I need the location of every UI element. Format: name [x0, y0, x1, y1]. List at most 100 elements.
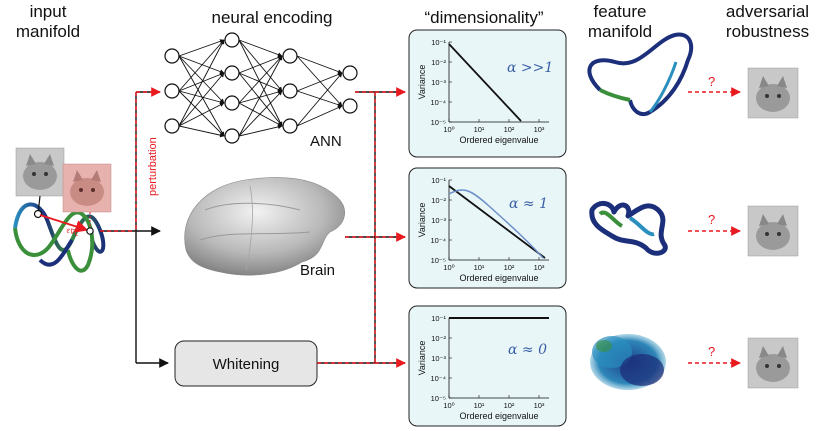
- y-tick-label: 10⁻⁵: [431, 118, 446, 127]
- x-axis-label: Ordered eigenvalue: [459, 135, 538, 145]
- ann-node: [224, 65, 240, 81]
- ann-connection: [178, 125, 225, 138]
- ann-connection: [238, 55, 283, 74]
- feature-manifold-whitening: [590, 334, 666, 390]
- ann-connection: [178, 102, 225, 127]
- ann-node: [224, 32, 240, 48]
- ann-connection: [238, 55, 283, 137]
- header-feature-line1: feature: [593, 2, 647, 21]
- y-tick-label: 10⁻¹: [431, 314, 446, 323]
- header-feature-line2: manifold: [587, 22, 653, 41]
- x-tick-label: 10³: [534, 401, 545, 410]
- y-tick-label: 10⁻⁵: [431, 394, 446, 403]
- x-tick-label: 10⁰: [443, 263, 454, 272]
- y-tick-label: 10⁻²: [431, 58, 446, 67]
- question-mark-2: ?: [708, 212, 715, 227]
- perturbation-label: perturbation: [147, 137, 159, 196]
- ann-node: [224, 95, 240, 111]
- input-manifold: [13, 202, 106, 273]
- y-tick-label: 10⁻³: [431, 354, 446, 363]
- y-tick-label: 10⁻⁵: [431, 256, 446, 265]
- ann-connection: [238, 72, 283, 92]
- perturbation-vector: [39, 214, 89, 233]
- x-tick-label: 10¹: [474, 401, 485, 410]
- ann-label: ANN: [310, 133, 342, 150]
- ann-connection: [238, 39, 283, 57]
- ann-connection: [296, 72, 343, 92]
- header-feature-manifold: feature manifold: [575, 2, 665, 42]
- ann-connection: [238, 89, 283, 104]
- ann-node: [164, 48, 180, 64]
- y-axis-label: Variance: [417, 203, 427, 238]
- feature-manifold-brain: [589, 201, 668, 256]
- output-cat-image-1: [747, 67, 799, 119]
- ann-connection: [296, 55, 343, 74]
- perturbed-point-marker: [86, 227, 94, 235]
- output-cat-image-2: [747, 205, 799, 257]
- y-tick-label: 10⁻²: [431, 334, 446, 343]
- y-axis-label: Variance: [417, 341, 427, 376]
- ann-connection: [296, 72, 343, 127]
- ann-connection: [238, 124, 283, 137]
- input-cat-image: [15, 147, 65, 197]
- ann-connection: [178, 39, 225, 57]
- alpha-label: α ≈ 0: [508, 342, 547, 358]
- brain-label: Brain: [300, 262, 335, 279]
- ann-connection: [296, 55, 343, 107]
- header-adversarial-line2: robustness: [725, 22, 810, 41]
- ann-node: [224, 128, 240, 144]
- x-tick-label: 10³: [534, 263, 545, 272]
- ann-connection: [178, 39, 225, 127]
- ann-connection: [238, 55, 283, 104]
- ann-connection: [238, 72, 283, 127]
- ann-connection: [296, 90, 343, 107]
- y-tick-label: 10⁻⁴: [430, 374, 446, 383]
- ann-connection: [178, 55, 225, 104]
- ann-node: [282, 48, 298, 64]
- x-tick-label: 10⁰: [443, 401, 454, 410]
- x-tick-label: 10²: [504, 263, 515, 272]
- output-cat-image-3: [747, 337, 799, 389]
- ann-node: [164, 118, 180, 134]
- ann-connection: [178, 55, 225, 137]
- y-tick-label: 10⁻⁴: [430, 236, 446, 245]
- ann-connection: [178, 55, 225, 74]
- y-axis-label: Variance: [417, 65, 427, 100]
- x-tick-label: 10³: [534, 125, 545, 134]
- spectrum-line: [448, 185, 546, 259]
- alpha-label: α ≈ 1: [509, 196, 548, 212]
- spectrum-line: [448, 43, 522, 122]
- header-input-line1: input: [29, 2, 67, 21]
- output-connectors: [317, 87, 406, 368]
- x-tick-label: 10¹: [474, 263, 485, 272]
- perturbed-cat-image: [62, 163, 112, 213]
- x-tick-label: 10²: [504, 125, 515, 134]
- whitening-label: Whitening: [213, 356, 280, 373]
- header-adversarial-line1: adversarial: [725, 2, 810, 21]
- y-tick-label: 10⁻⁴: [430, 98, 446, 107]
- ann-connection: [238, 39, 283, 92]
- plot-panel: [408, 29, 567, 158]
- x-tick-label: 10²: [504, 401, 515, 410]
- ann-connection: [238, 102, 283, 127]
- ann-connection: [238, 90, 283, 137]
- ann-connection: [178, 72, 225, 92]
- x-axis-label: Ordered eigenvalue: [459, 273, 538, 283]
- header-dimensionality: “dimensionality”: [424, 8, 544, 27]
- ann-connection: [178, 39, 225, 92]
- y-tick-label: 10⁻¹: [431, 38, 446, 47]
- alpha-label: α >>1: [507, 60, 553, 76]
- ann-node: [282, 83, 298, 99]
- question-mark-1: ?: [708, 74, 715, 89]
- ann-connection: [178, 90, 225, 137]
- header-input-manifold: input manifold: [2, 2, 94, 42]
- x-tick-label: 10¹: [474, 125, 485, 134]
- spectrum-fit-curve: [448, 189, 544, 259]
- ann-node: [282, 118, 298, 134]
- x-axis-label: Ordered eigenvalue: [459, 411, 538, 421]
- ann-connection: [178, 90, 225, 105]
- y-tick-label: 10⁻³: [431, 216, 446, 225]
